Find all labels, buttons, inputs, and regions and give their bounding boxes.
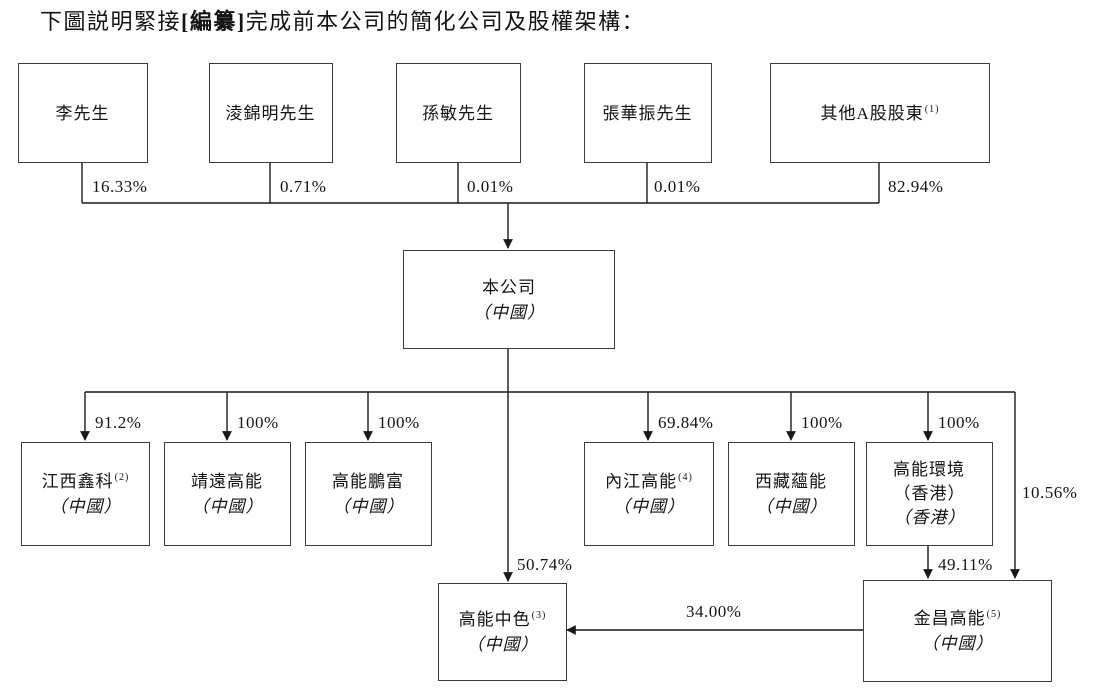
pct-other-to-company: 82.94% [888,177,944,196]
pct-company-to-zhongse: 50.74% [517,555,573,574]
footnote-sup: (3) [531,610,547,622]
entity-box-gaoneng-zhongse: 高能中色(3) （中國） [438,583,567,681]
entity-box-zhang-huazhen: 張華振先生 [584,63,712,163]
pct-company-to-jingyuan: 100% [237,413,279,432]
entity-name: 西藏蘊能 [755,472,827,491]
entity-name: 高能鵬富 [332,472,404,491]
entity-box-jiangxi-xinke: 江西鑫科(2) （中國） [21,442,150,546]
entity-name: 孫敏先生 [422,103,494,123]
entity-box-gaoneng-pengfu: 高能鵬富 （中國） [305,442,432,546]
entity-name: 靖遠高能 [191,472,263,491]
entity-box-ling-jinming: 淩錦明先生 [209,63,333,163]
entity-name: 高能中色(3) [458,610,547,629]
entity-box-company: 本公司 （中國） [403,250,615,349]
entity-name: 金昌高能(5) [913,609,1002,628]
entity-jurisdiction: （中國） [921,634,994,653]
entity-name: 淩錦明先生 [225,103,316,123]
pct-ling-to-company: 0.71% [280,177,327,196]
entity-jurisdiction: （中國） [466,635,539,654]
entity-box-gaoneng-huanjing-hk: 高能環境 （香港） （香港） [866,442,993,546]
entity-jurisdiction: （中國） [332,497,405,516]
title-post: 完成前本公司的簡化公司及股權架構： [245,9,646,34]
entity-jurisdiction: （中國） [755,497,828,516]
footnote-sup: (1) [924,103,940,115]
title-bracket-bold: [編纂] [181,9,246,34]
entity-box-mr-li: 李先生 [18,63,148,163]
footnote-sup: (2) [114,472,130,484]
title-pre: 下圖説明緊接 [40,9,182,34]
entity-box-sun-min: 孫敏先生 [396,63,521,163]
pct-company-to-hk: 100% [938,413,980,432]
entity-jurisdiction: （中國） [49,497,122,516]
pct-zhang-to-company: 0.01% [654,177,701,196]
entity-name-line2: （香港） [893,484,966,503]
footnote-sup: (5) [986,609,1002,621]
entity-box-other-a-shareholders: 其他A股股東(1) [770,63,990,163]
chart-title: 下圖説明緊接[編纂]完成前本公司的簡化公司及股權架構： [40,4,645,36]
entity-name: 本公司 [482,277,536,297]
entity-name: 內江高能(4) [605,472,693,491]
entity-box-xizang-yunneng: 西藏蘊能 （中國） [728,442,855,546]
entity-name: 其他A股股東(1) [820,103,940,123]
pct-hk-to-jinchang: 49.11% [938,555,993,574]
entity-box-jingyuan-gaoneng: 靖遠高能 （中國） [164,442,291,546]
entity-jurisdiction: （中國） [613,497,685,516]
entity-jurisdiction: （中國） [473,302,545,322]
footnote-sup: (4) [678,472,693,484]
pct-company-to-jinchang: 10.56% [1022,483,1078,502]
entity-jurisdiction: （香港） [893,508,966,527]
pct-company-to-xizang: 100% [801,413,843,432]
entity-box-jinchang-gaoneng: 金昌高能(5) （中國） [863,580,1052,682]
entity-jurisdiction: （中國） [191,497,264,516]
entity-box-neijiang-gaoneng: 內江高能(4) （中國） [584,442,714,546]
pct-company-to-pengfu: 100% [378,413,420,432]
pct-company-to-neijiang: 69.84% [658,413,714,432]
pct-company-to-jiangxi: 91.2% [95,413,142,432]
entity-name: 高能環境 [893,460,965,479]
pct-sun-to-company: 0.01% [467,177,514,196]
pct-jinchang-to-zhongse: 34.00% [686,602,742,621]
pct-li-to-company: 16.33% [92,177,148,196]
entity-name: 江西鑫科(2) [41,472,130,491]
entity-name: 張華振先生 [602,103,693,123]
entity-name: 李先生 [55,103,110,123]
